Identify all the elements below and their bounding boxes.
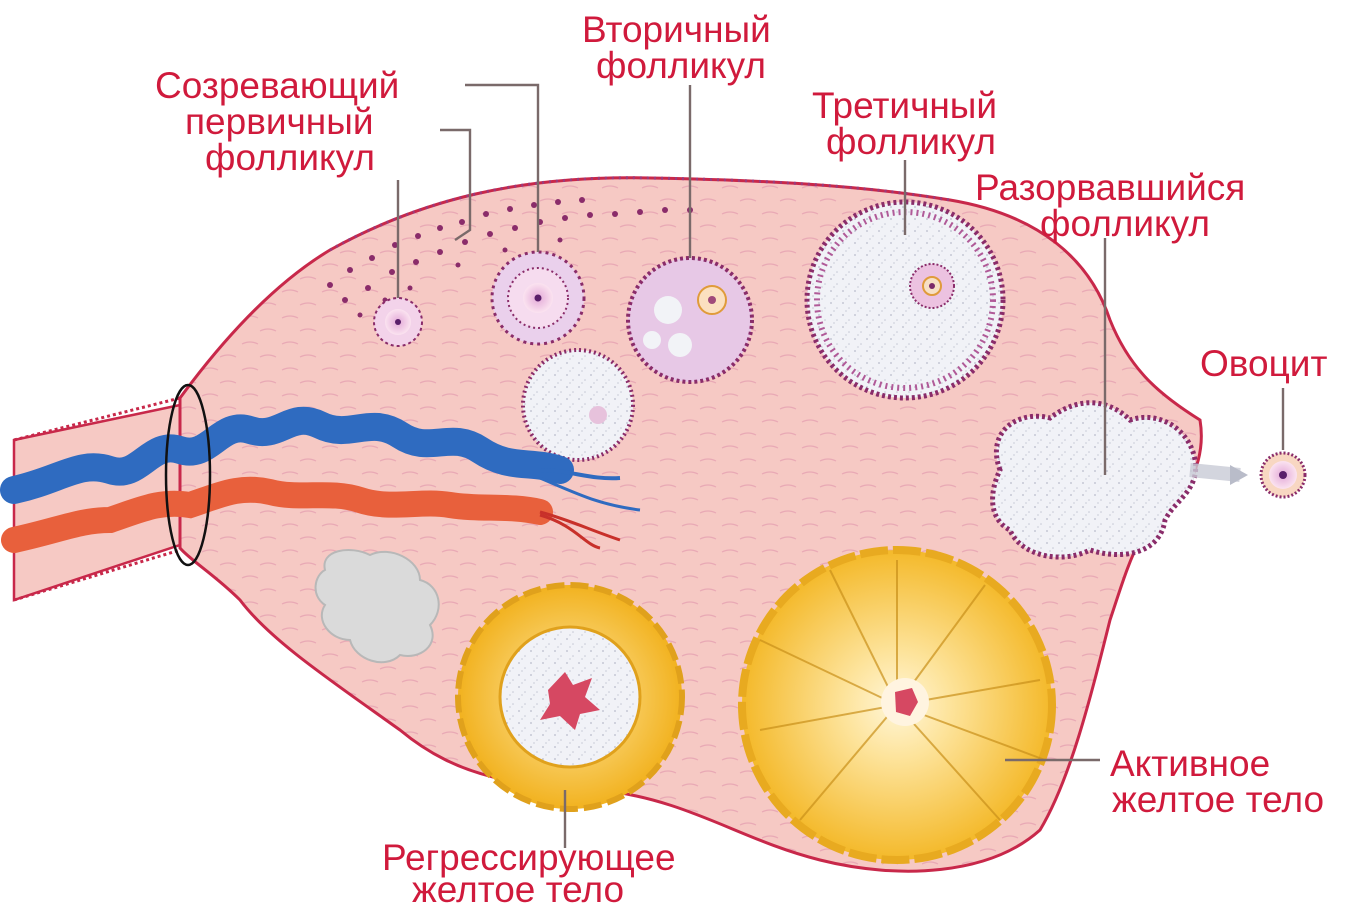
ruptured-follicle [993, 403, 1248, 557]
label-secondary: Вторичный фолликул [582, 9, 781, 86]
regressing-corpus-luteum [458, 585, 682, 809]
label-active-corpus-luteum: Активное желтое тело [1110, 743, 1324, 820]
maturing-primary-follicle [374, 298, 422, 346]
released-oocyte [1261, 453, 1305, 497]
label-tertiary: Третичный фолликул [812, 85, 1007, 162]
label-oocyte: Овоцит [1200, 343, 1327, 384]
atretic-follicle [523, 350, 633, 460]
secondary-follicle [628, 258, 752, 382]
label-regressing-corpus-luteum: Регрессирующее желтое тело [382, 837, 686, 908]
label-maturing-primary: Созревающий первичный фолликул [155, 65, 410, 178]
primary-follicle [492, 252, 584, 344]
active-corpus-luteum [742, 550, 1052, 860]
